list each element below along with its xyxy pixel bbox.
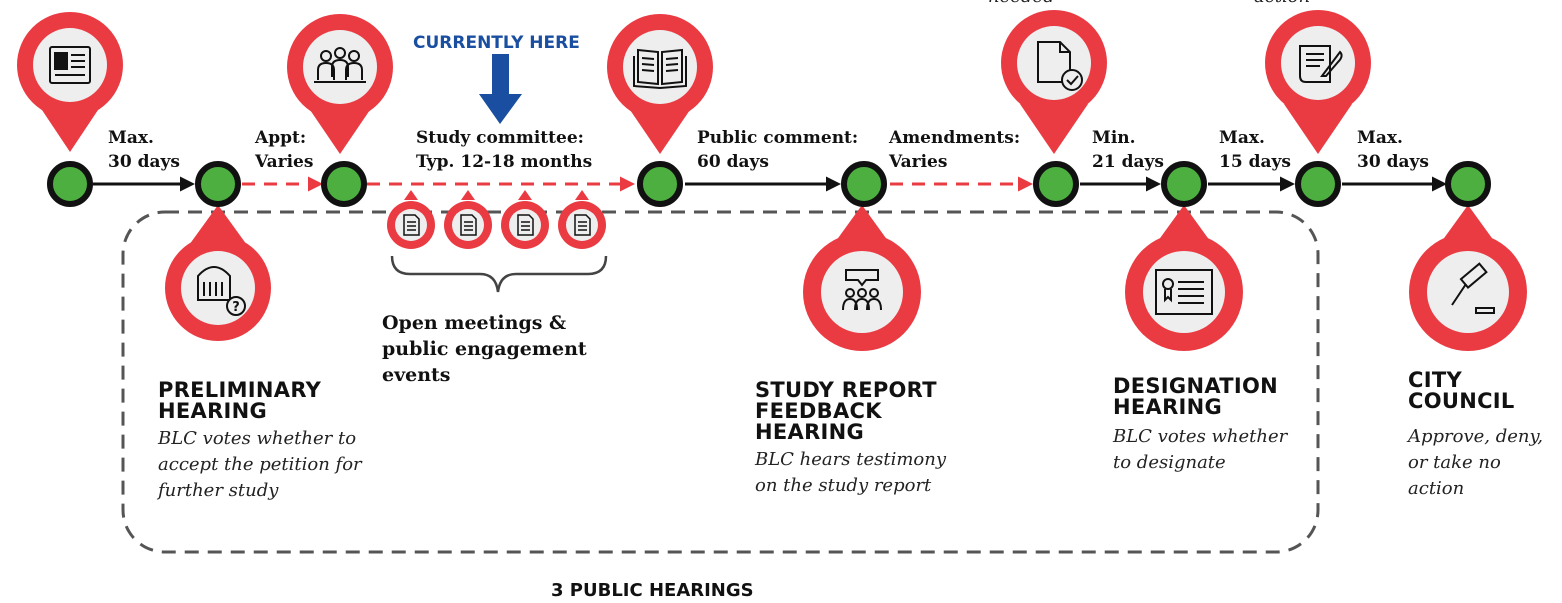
document-check-icon	[1037, 41, 1083, 91]
timeline-node-7	[1161, 161, 1207, 207]
pin-study-report	[607, 14, 713, 154]
document-icon	[574, 214, 591, 236]
interval-label-5: Amendments:Varies	[889, 128, 1021, 172]
timeline-node-2	[195, 161, 241, 207]
timeline-node-4	[637, 161, 683, 207]
pin-designation-hearing	[1125, 205, 1243, 351]
interval-label-3: Study committee:Typ. 12-18 months	[416, 128, 593, 172]
pin-study-report-feedback	[803, 205, 921, 351]
cut-label-left: needed	[988, 0, 1055, 7]
building-question-icon	[197, 266, 246, 316]
open-book-icon	[633, 48, 687, 90]
timeline-node-1	[47, 161, 93, 207]
public-hearings-label: 3 PUBLIC HEARINGS	[551, 580, 754, 601]
meeting-pin-4	[558, 190, 606, 249]
public-hearings-box	[121, 210, 1320, 554]
interval-label-4: Public comment:60 days	[697, 128, 859, 172]
timeline-nodes	[47, 161, 1491, 207]
timeline-node-3	[321, 161, 367, 207]
document-icon	[403, 214, 420, 236]
question-mark-icon: ?	[232, 300, 240, 315]
meeting-pins	[387, 190, 606, 249]
pin-study-committee	[287, 14, 393, 154]
committee-group-icon	[314, 47, 366, 83]
pin-preliminary-hearing: ?	[165, 205, 271, 341]
interval-label-1: Max.30 days	[108, 128, 180, 172]
gavel-icon	[1451, 262, 1495, 314]
document-icon	[517, 214, 534, 236]
interval-label-2: Appt:Varies	[255, 128, 314, 172]
meeting-pin-1	[387, 190, 435, 249]
pin-council-filing	[1265, 10, 1371, 154]
interval-label-6: Min.21 days	[1092, 128, 1164, 172]
pin-city-council	[1409, 205, 1527, 351]
cut-label-right: action	[1254, 0, 1310, 7]
document-icon	[460, 214, 477, 236]
currently-here-label: CURRENTLY HERE	[413, 33, 580, 53]
audience-speech-icon	[842, 269, 882, 311]
timeline-node-5	[841, 161, 887, 207]
meeting-pin-2	[444, 190, 492, 249]
pin-final-report	[1001, 10, 1107, 154]
timeline-node-6	[1033, 161, 1079, 207]
pin-petition	[17, 12, 123, 152]
certificate-icon	[1155, 269, 1213, 315]
scroll-quill-icon	[1299, 45, 1343, 83]
interval-label-8: Max.30 days	[1357, 128, 1429, 172]
meeting-pin-3	[501, 190, 549, 249]
currently-here-arrow	[479, 54, 522, 124]
timeline-node-9	[1445, 161, 1491, 207]
timeline-node-8	[1295, 161, 1341, 207]
interval-label-7: Max.15 days	[1219, 128, 1291, 172]
petition-document-icon	[49, 46, 91, 84]
meetings-bracket	[390, 255, 608, 293]
